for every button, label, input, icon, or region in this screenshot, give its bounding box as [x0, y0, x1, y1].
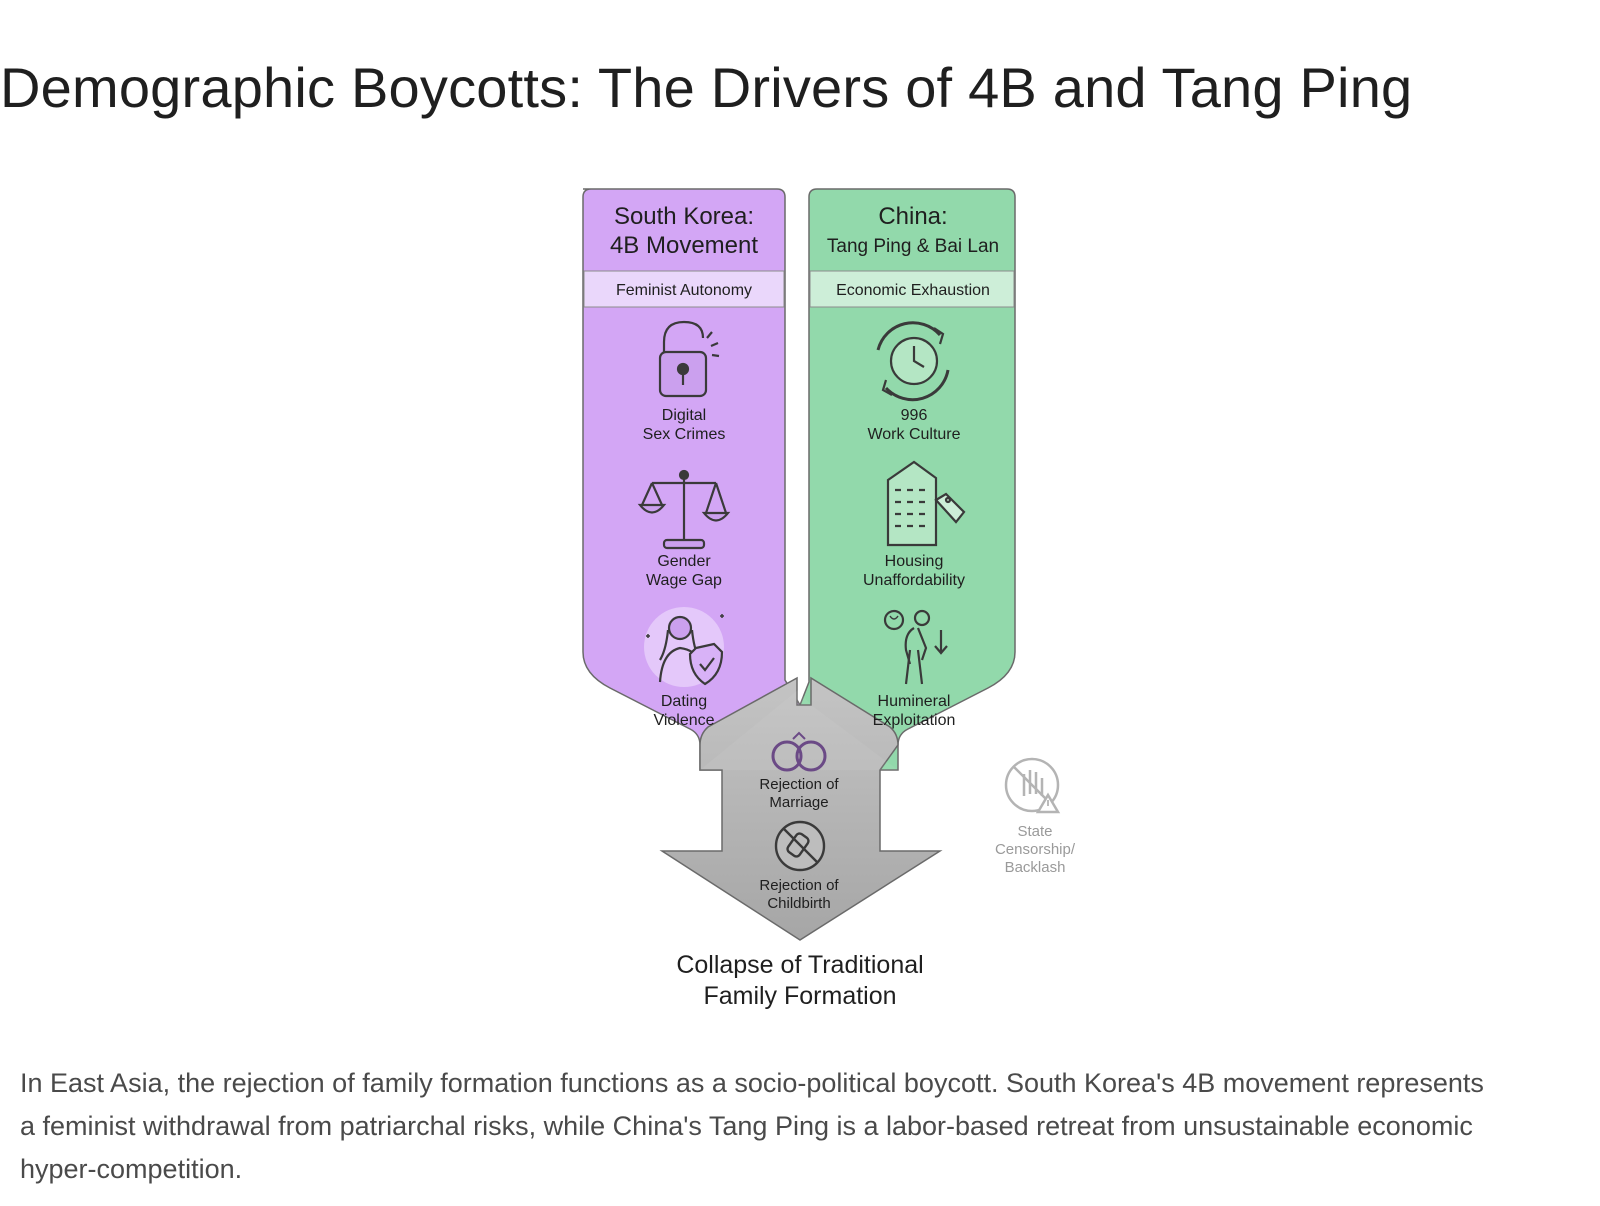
clock-cycle-icon: [876, 321, 950, 402]
right-column-title: China:: [878, 203, 947, 230]
item-dating-violence: Dating: [661, 693, 707, 710]
left-column-subtitle: Feminist Autonomy: [616, 282, 752, 299]
merge-item-rejection-of-childbirth-line2: Childbirth: [767, 895, 830, 912]
building-price-tag-icon: [886, 460, 966, 547]
item-gender-wage-gap-line2: Wage Gap: [646, 572, 722, 589]
left-column-title-line2: 4B Movement: [610, 232, 758, 259]
caption: In East Asia, the rejection of family fo…: [20, 1068, 1484, 1184]
merge-item-rejection-of-marriage-line2: Marriage: [769, 794, 828, 811]
no-baby-bottle-icon: [774, 820, 826, 872]
page-title: Demographic Boycotts: The Drivers of 4B …: [0, 56, 1413, 119]
merge-arrow-shape: [659, 676, 943, 941]
merge-item-rejection-of-marriage: Rejection of: [759, 776, 839, 793]
stop-hand-warning-icon: [1004, 757, 1061, 814]
right-subtitle-band: [809, 270, 1015, 308]
boycott-diagram: South Korea: 4B Movement China: Tang Pin…: [582, 188, 1076, 1010]
broken-padlock-icon: [658, 320, 720, 398]
item-digital-sex-crimes: Digital: [662, 407, 706, 424]
left-column-title: South Korea:: [614, 203, 754, 230]
side-note-text: State: [1017, 823, 1052, 840]
left-column-shape: [582, 188, 801, 771]
left-subtitle-band: [583, 270, 785, 308]
item-996-work-culture: 996: [901, 407, 928, 424]
item-dating-violence-line2: Violence: [653, 712, 714, 729]
rings-icon: [771, 731, 827, 772]
item-996-work-culture-line2: Work Culture: [867, 426, 960, 443]
item-humineral-exploitation-line2: Exploitation: [873, 712, 956, 729]
outcome-title: Collapse of Traditional: [676, 951, 923, 979]
item-housing-unaffordability-line2: Unaffordability: [863, 572, 965, 589]
item-housing-unaffordability: Housing: [885, 553, 944, 570]
merge-item-rejection-of-childbirth: Rejection of: [759, 877, 839, 894]
tired-worker-icon: [883, 609, 948, 685]
side-note-text-line2: Censorship/: [995, 841, 1076, 858]
right-column-title-line2: Tang Ping & Bai Lan: [827, 236, 999, 257]
side-note-text-line3: Backlash: [1005, 859, 1066, 876]
item-gender-wage-gap: Gender: [657, 553, 711, 570]
scales-icon: [637, 469, 731, 550]
item-digital-sex-crimes-line2: Sex Crimes: [643, 426, 726, 443]
outcome-title-line2: Family Formation: [703, 982, 896, 1010]
item-humineral-exploitation: Humineral: [878, 693, 951, 710]
woman-shield-icon: [644, 607, 724, 687]
right-column-subtitle: Economic Exhaustion: [836, 282, 990, 299]
